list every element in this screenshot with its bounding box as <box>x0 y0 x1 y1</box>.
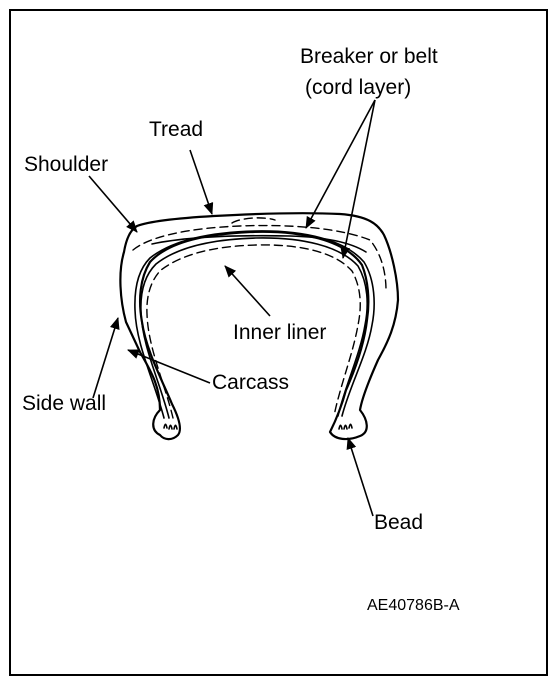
label-breaker-line1: Breaker or belt <box>300 45 438 68</box>
label-side-wall: Side wall <box>22 392 106 415</box>
inner-liner-leader <box>225 266 270 316</box>
label-shoulder: Shoulder <box>24 153 108 176</box>
label-inner-liner: Inner liner <box>233 321 326 344</box>
carcass-leader <box>128 350 210 383</box>
label-bead: Bead <box>374 511 423 534</box>
shoulder-leader <box>89 176 137 232</box>
figure-code: AE40786B-A <box>367 597 460 614</box>
bead-leader <box>348 438 373 516</box>
label-carcass: Carcass <box>212 371 289 394</box>
side-wall-leader <box>93 318 118 398</box>
label-tread: Tread <box>149 118 203 141</box>
label-breaker-line2: (cord layer) <box>305 76 411 99</box>
breaker-leader-1 <box>306 100 375 228</box>
tread-leader <box>190 150 212 214</box>
